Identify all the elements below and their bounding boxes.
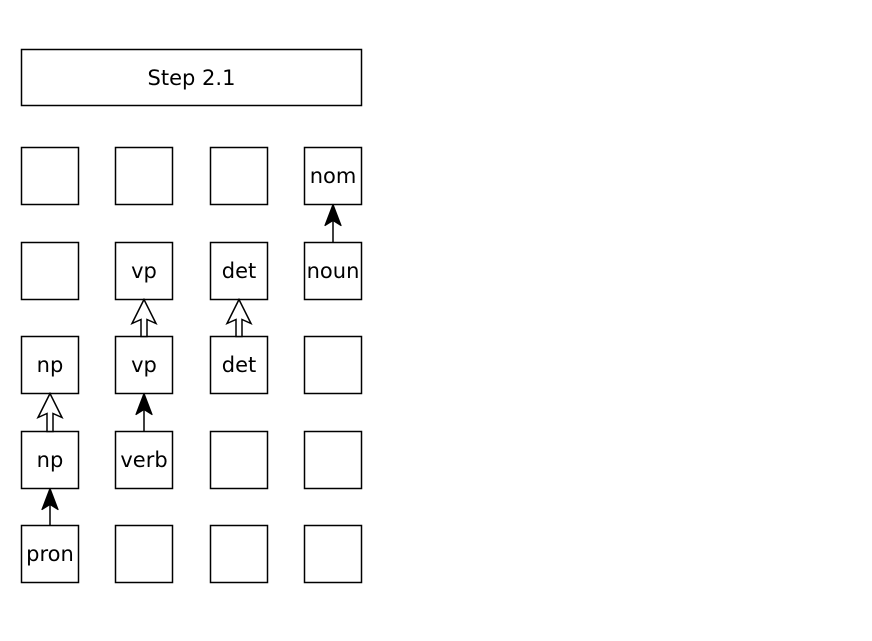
cell-r2-c2: det: [209, 335, 269, 395]
cell-box: [303, 146, 363, 206]
cell-r3-c2: [209, 430, 269, 490]
arrow-solid-5: [324, 203, 342, 243]
cell-r1-c1: vp: [114, 241, 174, 301]
cell-r0-c0: [20, 146, 80, 206]
cell-label: pron: [26, 542, 74, 566]
cell-box: [209, 146, 269, 206]
cell-box: [20, 241, 80, 301]
arrow-outline: [36, 391, 64, 433]
cell-r2-c1: vp: [114, 335, 174, 395]
cell-box: [303, 430, 363, 490]
cell-label: noun: [307, 259, 360, 283]
arrow-solid-0: [41, 487, 59, 526]
cell-label: det: [222, 259, 256, 283]
title-box: Step 2.1: [20, 48, 363, 107]
cell-box: [303, 335, 363, 395]
cell-label: vp: [131, 259, 157, 283]
arrow-hollow-4: [225, 297, 253, 338]
arrow-hollow-3: [130, 297, 158, 338]
cell-r4-c1: [114, 524, 174, 584]
cell-box: [114, 146, 174, 206]
cell-r3-c3: [303, 430, 363, 490]
cell-box: [20, 524, 80, 584]
arrow-head: [324, 203, 342, 227]
cell-r0-c1: [114, 146, 174, 206]
arrow-head: [41, 487, 59, 511]
cell-r4-c0: pron: [20, 524, 80, 584]
cell-r4-c3: [303, 524, 363, 584]
arrow-outline: [130, 297, 158, 338]
cell-r3-c1: verb: [114, 430, 174, 490]
cell-label: nom: [310, 164, 357, 188]
cell-r3-c0: np: [20, 430, 80, 490]
cell-r1-c3: noun: [303, 241, 363, 301]
cell-label: vp: [131, 353, 157, 377]
cell-r2-c0: np: [20, 335, 80, 395]
cell-r1-c2: det: [209, 241, 269, 301]
cell-r1-c0: [20, 241, 80, 301]
cell-box: [209, 430, 269, 490]
cell-label: np: [37, 448, 64, 472]
cell-grid: nom vp det noun np vp det np verb pron: [20, 146, 363, 584]
cell-box: [114, 430, 174, 490]
cell-box: [114, 524, 174, 584]
cell-box: [209, 524, 269, 584]
arrow-outline: [225, 297, 253, 338]
arrow-hollow-1: [36, 391, 64, 433]
cell-label: verb: [120, 448, 167, 472]
arrow-solid-2: [135, 392, 153, 432]
cell-box: [209, 335, 269, 395]
cell-box: [20, 335, 80, 395]
cell-r4-c2: [209, 524, 269, 584]
cell-box: [303, 241, 363, 301]
arrow-head: [135, 392, 153, 416]
title-text: Step 2.1: [148, 66, 236, 90]
cell-label: det: [222, 353, 256, 377]
arrow-layer: [36, 203, 342, 526]
cell-box: [20, 146, 80, 206]
cell-box: [209, 241, 269, 301]
cell-r0-c2: [209, 146, 269, 206]
cell-label: np: [37, 353, 64, 377]
cell-r0-c3: nom: [303, 146, 363, 206]
cell-r2-c3: [303, 335, 363, 395]
cell-box: [303, 524, 363, 584]
